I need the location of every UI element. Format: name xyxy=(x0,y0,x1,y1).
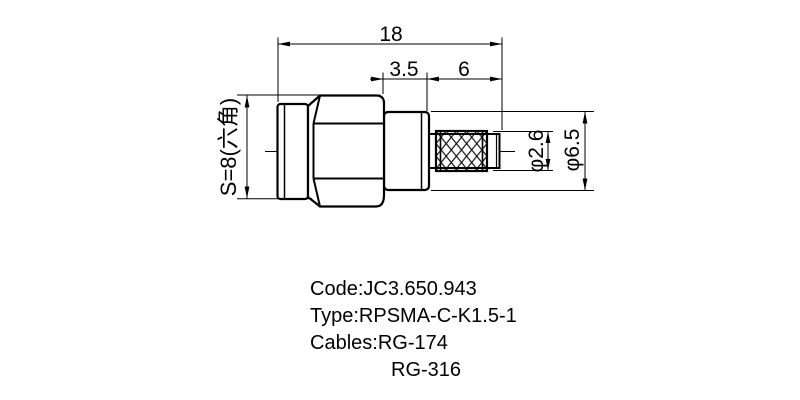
dim-label-rear-step: 3.5 xyxy=(389,58,418,81)
front-cylinder xyxy=(276,102,310,201)
dim-label-hex-size: S=8(六角) xyxy=(216,98,241,196)
part-code: Code:JC3.650.943 xyxy=(310,278,477,300)
arrow-up-icon xyxy=(244,95,250,108)
arrow-right-icon xyxy=(371,76,383,82)
arrow-up-icon xyxy=(545,131,551,143)
rear-body xyxy=(382,110,431,192)
arrow-down-icon xyxy=(244,186,250,199)
part-type: Type:RPSMA-C-K1.5-1 xyxy=(310,305,517,327)
dim-label-overall-length: 18 xyxy=(379,23,402,46)
arrow-left-icon xyxy=(278,41,290,47)
arrow-down-icon xyxy=(582,178,588,191)
arrow-right-icon xyxy=(490,76,502,82)
connector-outline xyxy=(276,94,501,208)
knurl-section xyxy=(434,129,489,173)
part-info-block: Code:JC3.650.943 Type:RPSMA-C-K1.5-1 Cab… xyxy=(310,276,517,384)
dimension-tube-diameter: φ2.6 xyxy=(493,130,553,173)
part-cables: Cables:RG-174 xyxy=(310,332,448,354)
dimension-overall-length: 18 xyxy=(277,23,503,130)
dimension-crimp-section: 6 xyxy=(426,58,502,111)
dimension-rear-step: 3.5 xyxy=(370,58,427,94)
hex-body xyxy=(306,94,386,208)
dim-label-crimp-section: 6 xyxy=(458,58,470,81)
dimension-hex-size: S=8(六角) xyxy=(216,94,380,200)
part-cables-2: RG-316 xyxy=(391,359,462,381)
arrow-down-icon xyxy=(545,159,551,171)
arrow-right-icon xyxy=(490,41,502,47)
dimension-body-diameter: φ6.5 xyxy=(431,111,594,191)
arrow-left-icon xyxy=(427,76,439,82)
dim-label-tube-diameter: φ2.6 xyxy=(525,130,548,173)
arrow-up-icon xyxy=(582,111,588,124)
dim-label-body-diameter: φ6.5 xyxy=(561,129,584,172)
